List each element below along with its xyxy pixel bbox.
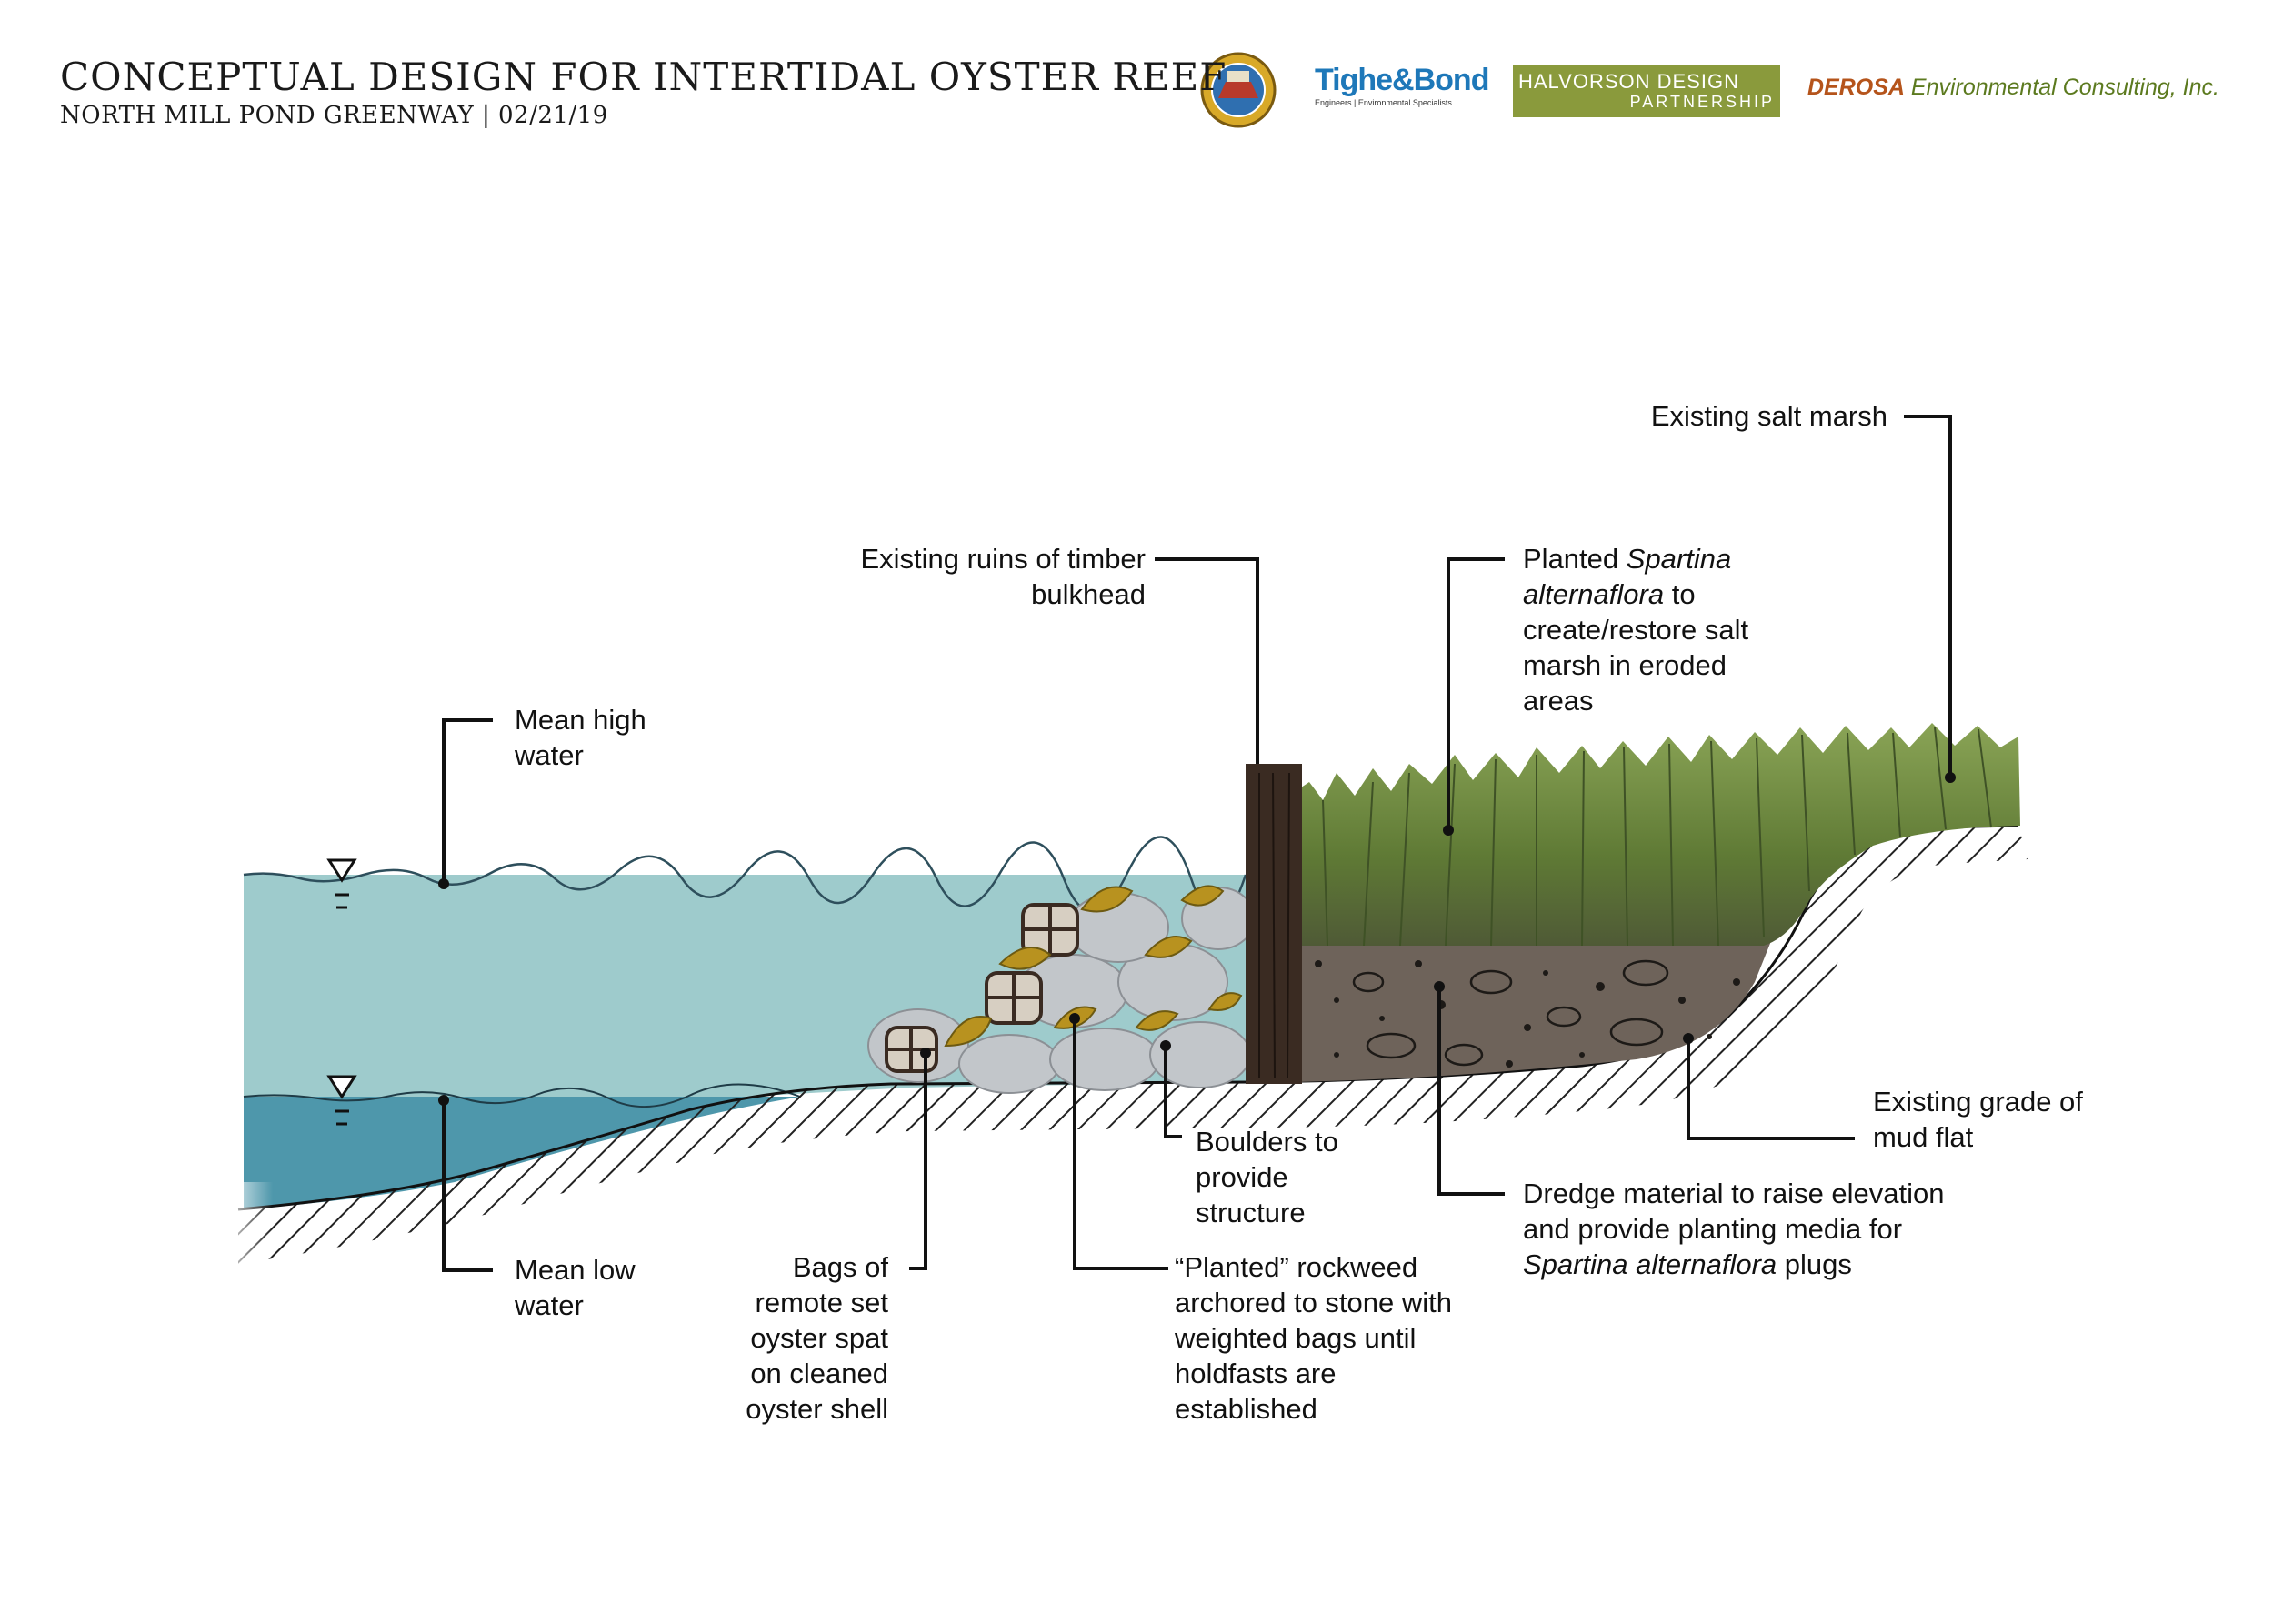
halvorson-logo: HALVORSON DESIGN PARTNERSHIP (1513, 65, 1780, 117)
label-line: Spartina alternaflora plugs (1523, 1247, 1945, 1282)
label-line: oyster shell (746, 1393, 888, 1425)
sediment-pebbles (1352, 959, 1669, 1067)
leader-dredge (1437, 987, 1505, 1196)
leader-spartina (1447, 557, 1505, 830)
label-line: holdfasts are (1175, 1358, 1337, 1389)
label-line: provide (1196, 1161, 1288, 1193)
label-line: Existing grade of (1873, 1086, 2083, 1118)
label-line: Existing salt marsh (1650, 400, 1887, 432)
leader-salt-marsh (1904, 415, 1952, 777)
low-water-surface-line (243, 1083, 801, 1108)
halvorson-line2: PARTNERSHIP (1629, 93, 1775, 111)
label-line: alternaflora to (1523, 576, 1748, 612)
label-line: “Planted” rockweed (1175, 1251, 1418, 1283)
label-existing-salt-marsh: Existing salt marsh (1651, 398, 1887, 434)
label-text-italic: alternaflora (1523, 578, 1665, 610)
label-rockweed: “Planted” rockweed archored to stone wit… (1175, 1249, 1452, 1427)
label-line: Dredge material to raise elevation (1523, 1178, 1945, 1209)
label-line: water (515, 739, 584, 771)
page-subtitle: NORTH MILL POND GREENWAY | 02/21/19 (60, 102, 608, 129)
label-line: mud flat (1873, 1121, 1974, 1153)
leader-mean-low (442, 1100, 493, 1272)
label-line: Existing ruins of timber (860, 543, 1146, 575)
label-line: weighted bags until (1175, 1322, 1417, 1354)
grass-blades (1322, 727, 1992, 947)
label-line: areas (1523, 685, 1594, 717)
tighe-bond-name: Tighe&Bond (1315, 63, 1489, 97)
label-line: remote set (755, 1287, 888, 1318)
label-timber-bulkhead: Existing ruins of timber bulkhead (860, 541, 1146, 612)
label-text-italic: Spartina (1626, 543, 1732, 575)
label-line: structure (1196, 1197, 1306, 1228)
leader-dots (438, 772, 1956, 1106)
leader-boulders (1164, 1046, 1182, 1138)
derosa-rest: Environmental Consulting, Inc. (1904, 75, 2219, 100)
label-oyster-bags: Bags of remote set oyster spat on cleane… (746, 1249, 888, 1427)
label-boulders: Boulders to provide structure (1196, 1124, 1338, 1230)
derosa-logo: DEROSA Environmental Consulting, Inc. (1807, 75, 2219, 101)
label-text: to (1664, 578, 1696, 610)
label-line: marsh in eroded (1523, 649, 1727, 681)
label-line: Bags of (792, 1251, 888, 1283)
label-text: Planted (1523, 543, 1627, 575)
label-text: plugs (1777, 1248, 1852, 1280)
label-existing-grade: Existing grade of mud flat (1873, 1084, 2083, 1155)
city-seal-logo (1200, 52, 1277, 128)
rockweed (944, 885, 1243, 1048)
label-line: create/restore salt (1523, 614, 1749, 646)
label-line: and provide planting media for (1523, 1213, 1903, 1245)
label-line: bulkhead (1031, 578, 1146, 610)
low-water-symbol (326, 1075, 357, 1126)
label-line: Planted Spartina (1523, 541, 1748, 576)
label-mean-high-water: Mean high water (515, 702, 646, 773)
leader-existing-grade (1687, 1038, 1855, 1140)
leader-mean-high (442, 718, 493, 884)
page-title: CONCEPTUAL DESIGN FOR INTERTIDAL OYSTER … (60, 55, 1227, 99)
high-water-symbol (326, 858, 357, 909)
label-line: established (1175, 1393, 1317, 1425)
dredge-sediment (1296, 914, 1782, 1082)
label-planted-spartina: Planted Spartina alternaflora to create/… (1523, 541, 1748, 718)
label-dredge-material: Dredge material to raise elevation and p… (1523, 1176, 1945, 1282)
label-line: on cleaned (750, 1358, 888, 1389)
timber-grain (1258, 772, 1290, 1078)
derosa-brand: DEROSA (1807, 75, 1905, 100)
leader-timber (1155, 557, 1259, 764)
label-line: Boulders to (1196, 1126, 1338, 1158)
tighe-bond-logo: Tighe&Bond Engineers | Environmental Spe… (1315, 63, 1489, 118)
label-line: water (515, 1289, 584, 1321)
label-text-italic: Spartina alternaflora (1523, 1248, 1777, 1280)
label-line: archored to stone with (1175, 1287, 1453, 1318)
salt-marsh-grass (1296, 723, 2020, 946)
ground-hatch (238, 826, 2028, 1264)
halvorson-line1: HALVORSON DESIGN (1518, 70, 1739, 93)
label-line: oyster spat (750, 1322, 888, 1354)
label-line: Mean low (515, 1254, 636, 1286)
leader-oyster-bags (909, 1053, 927, 1270)
leader-rockweed (1073, 1018, 1168, 1270)
label-mean-low-water: Mean low water (515, 1252, 636, 1323)
tighe-bond-tagline: Engineers | Environmental Specialists (1315, 98, 1452, 107)
leader-lines (442, 415, 1952, 1272)
label-line: Mean high (515, 704, 646, 736)
